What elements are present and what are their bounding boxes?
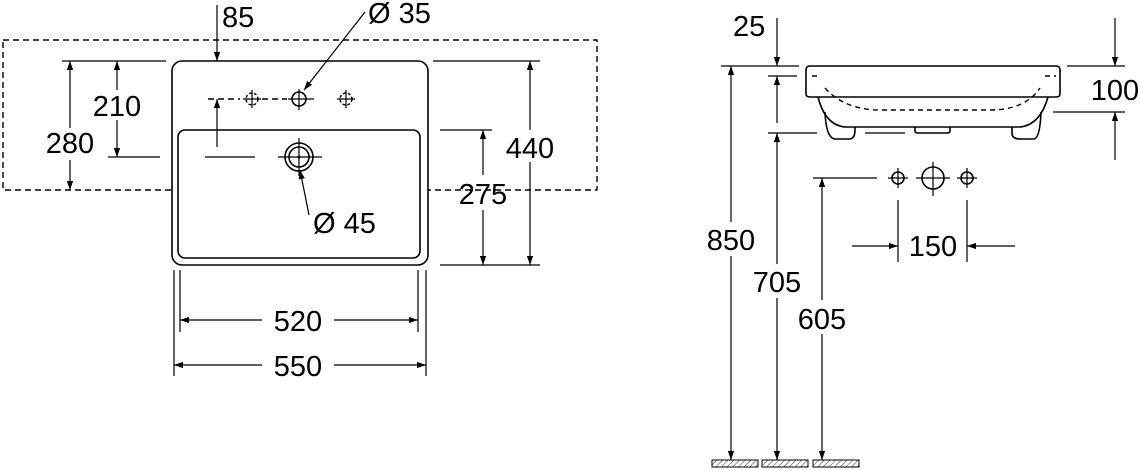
tap-holes xyxy=(208,89,355,110)
dia45-leader xyxy=(298,169,310,216)
dia35-leader xyxy=(303,11,366,91)
dim-550-label: 550 xyxy=(274,351,322,383)
tap-holes-front xyxy=(888,162,977,196)
side-view: 25 100 850 705 605 150 xyxy=(707,11,1139,468)
dim-705-label: 705 xyxy=(753,267,801,299)
dim-605-label: 605 xyxy=(798,304,846,336)
dim-520-label: 520 xyxy=(274,306,322,338)
basin-profile xyxy=(805,65,1061,140)
dim-85-label: 85 xyxy=(222,2,254,34)
dim-100-label: 100 xyxy=(1091,75,1139,107)
bowl-outline xyxy=(177,129,421,259)
dim-275-label: 275 xyxy=(459,179,507,211)
dim-210-label: 210 xyxy=(93,91,141,123)
dim-440-label: 440 xyxy=(506,133,554,165)
dia45-label: Ø 45 xyxy=(313,208,376,240)
main-tap-hole xyxy=(288,89,314,110)
dim-25-label: 25 xyxy=(733,11,765,43)
dim-150-label: 150 xyxy=(909,231,957,263)
dia35-label: Ø 35 xyxy=(368,0,431,30)
optional-tap-hole-right xyxy=(337,90,355,108)
floor-hatch xyxy=(711,459,860,468)
basin-outline xyxy=(171,60,429,266)
dim-280-label: 280 xyxy=(46,128,94,160)
top-view: 85 Ø 35 Ø 45 280 210 440 275 520 550 xyxy=(2,0,598,383)
optional-tap-hole-left xyxy=(243,90,261,108)
dim-850-label: 850 xyxy=(707,225,755,257)
